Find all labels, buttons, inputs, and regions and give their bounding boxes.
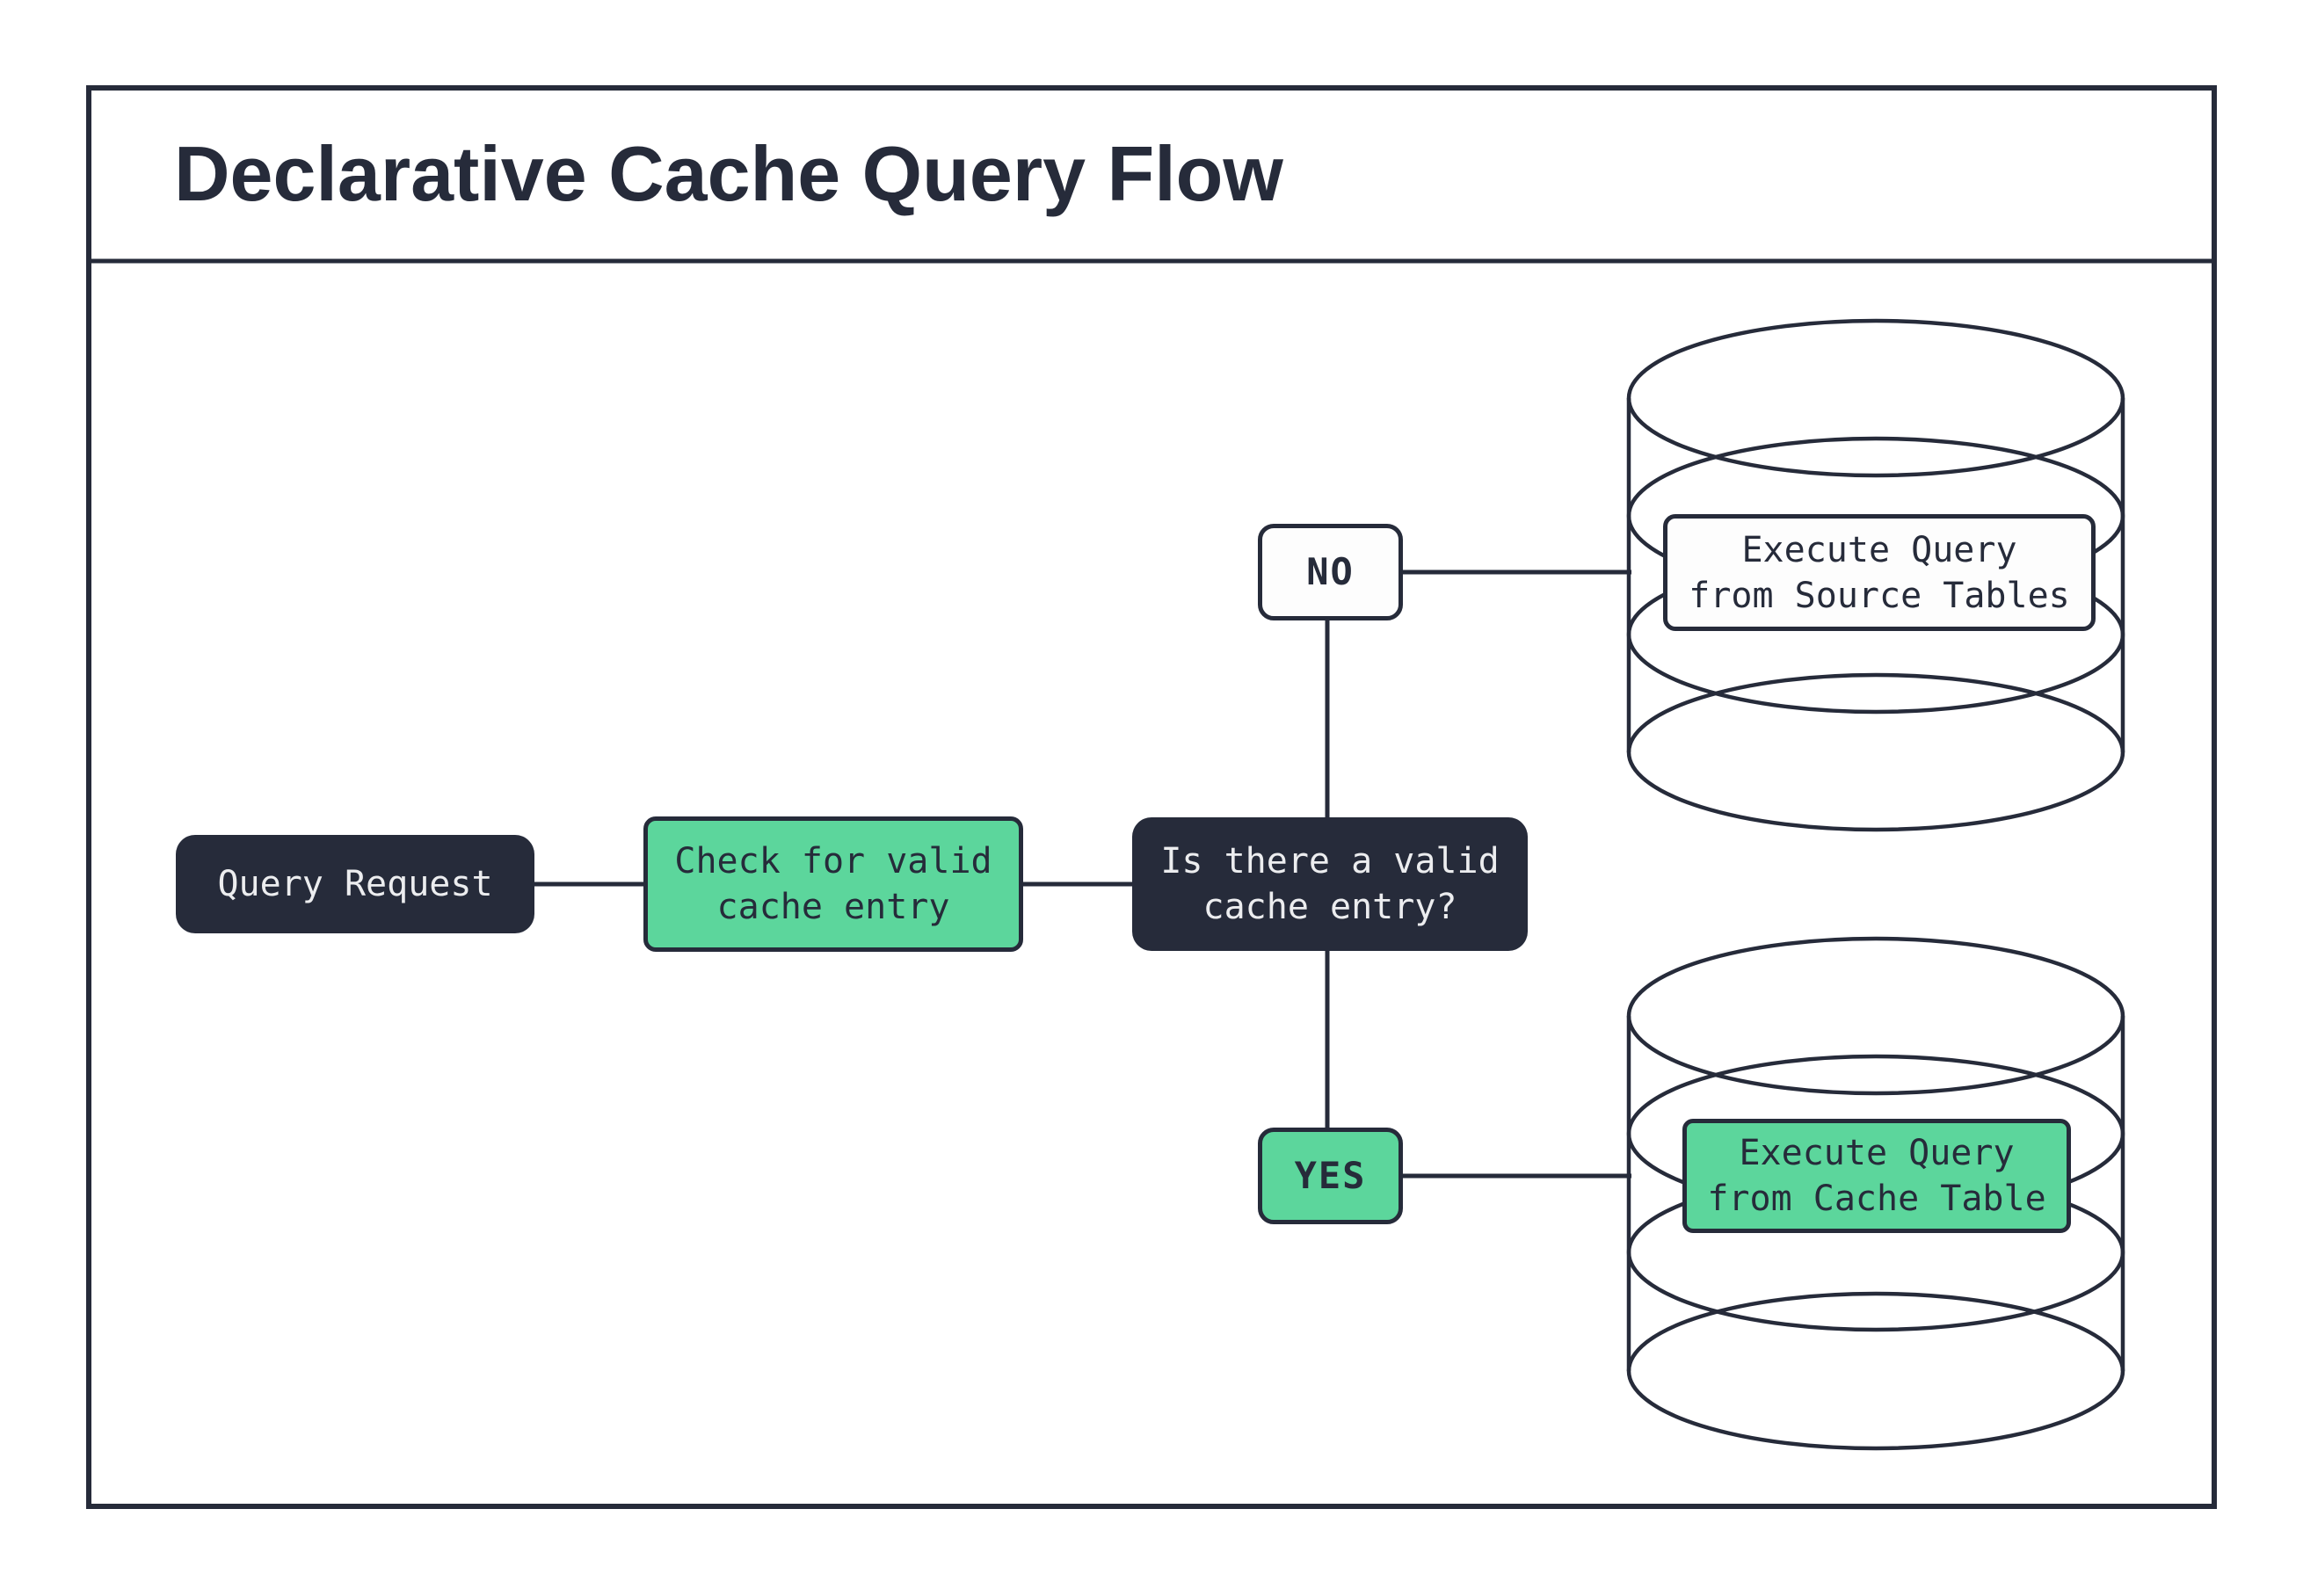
connector-lines [533,569,1631,1179]
node-execute-query-source-tables: Execute Query from Source Tables [1663,514,2096,631]
outer-frame [86,85,2217,1509]
database-icon [1626,318,2125,832]
node-query-request: Query Request [176,835,534,933]
node-execute-query-cache-table: Execute Query from Cache Table [1682,1119,2071,1233]
branch-label-no: NO [1258,524,1403,620]
branch-label-yes: YES [1258,1128,1403,1224]
page-title: Declarative Cache Query Flow [174,130,1283,217]
database-icon [1626,936,2125,1451]
node-check-cache-entry: Check for valid cache entry [643,816,1023,952]
node-decision-valid-cache: Is there a valid cache entry? [1132,817,1528,951]
